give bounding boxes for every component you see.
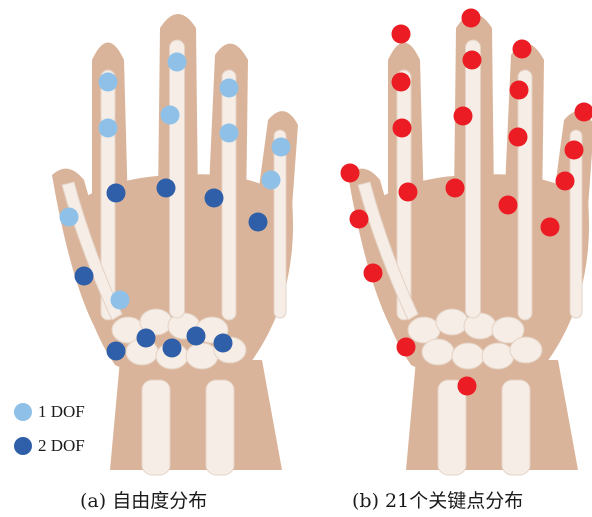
keypoint-marker [392, 25, 411, 44]
keypoint-marker [462, 9, 481, 28]
keypoint-marker [392, 73, 411, 92]
keypoint-marker [341, 164, 360, 183]
ulna-bone [206, 380, 234, 475]
dof1-joint-marker [111, 291, 130, 310]
carpal-bone [186, 343, 218, 369]
finger-bone [222, 70, 236, 320]
carpal-bone [482, 343, 514, 369]
dof2-joint-marker [107, 342, 126, 361]
dof2-joint-marker [214, 334, 233, 353]
dof2-joint-marker [205, 189, 224, 208]
dof2-joint-marker [163, 339, 182, 358]
dof2-joint-marker [249, 213, 268, 232]
dof2-joint-marker [157, 179, 176, 198]
dof1-joint-marker [220, 79, 239, 98]
keypoint-marker [463, 51, 482, 70]
dof1-joint-marker [168, 53, 187, 72]
dof2-joint-marker [187, 327, 206, 346]
radius-bone [438, 380, 466, 475]
dof2-joint-marker [75, 267, 94, 286]
legend-2dof-label: 2 DOF [38, 436, 85, 456]
carpal-bone [510, 337, 542, 363]
dof1-joint-marker [99, 73, 118, 92]
dof1-joint-marker [272, 138, 291, 157]
radius-bone [142, 380, 170, 475]
hand-illustration-b [348, 14, 592, 475]
ulna-bone [502, 380, 530, 475]
keypoint-marker [454, 107, 473, 126]
keypoint-marker [541, 218, 560, 237]
carpal-bone [436, 309, 468, 335]
keypoint-marker [513, 40, 532, 59]
finger-bone [274, 130, 286, 318]
hand-illustration-a [52, 14, 298, 475]
finger-bone [518, 70, 532, 320]
keypoint-marker [364, 264, 383, 283]
keypoint-marker [556, 172, 575, 191]
keypoint-marker [397, 338, 416, 357]
keypoint-marker [399, 183, 418, 202]
dof2-joint-marker [107, 184, 126, 203]
dof2-joint-marker [137, 329, 156, 348]
keypoint-marker [510, 81, 529, 100]
legend-2dof: 2 DOF [14, 436, 85, 456]
keypoint-marker [458, 377, 477, 396]
legend-1dof: 1 DOF [14, 402, 85, 422]
carpal-bone [422, 339, 454, 365]
caption-panel-b: (b) 21个关键点分布 [352, 486, 523, 513]
finger-bone [466, 40, 481, 318]
keypoint-marker [446, 179, 465, 198]
finger-bone [170, 40, 185, 318]
dof1-joint-marker [99, 119, 118, 138]
dof1-joint-marker [161, 106, 180, 125]
dof1-joint-marker [262, 171, 281, 190]
legend-2dof-swatch [14, 437, 32, 455]
keypoint-marker [565, 141, 584, 160]
legend-1dof-label: 1 DOF [38, 402, 85, 422]
caption-panel-a: (a) 自由度分布 [80, 486, 207, 513]
keypoint-marker [393, 119, 412, 138]
carpal-bone [452, 343, 484, 369]
dof1-joint-marker [60, 208, 79, 227]
dof1-joint-marker [220, 124, 239, 143]
keypoint-marker [350, 210, 369, 229]
keypoint-marker [499, 196, 518, 215]
keypoint-marker [509, 128, 528, 147]
legend-1dof-swatch [14, 403, 32, 421]
